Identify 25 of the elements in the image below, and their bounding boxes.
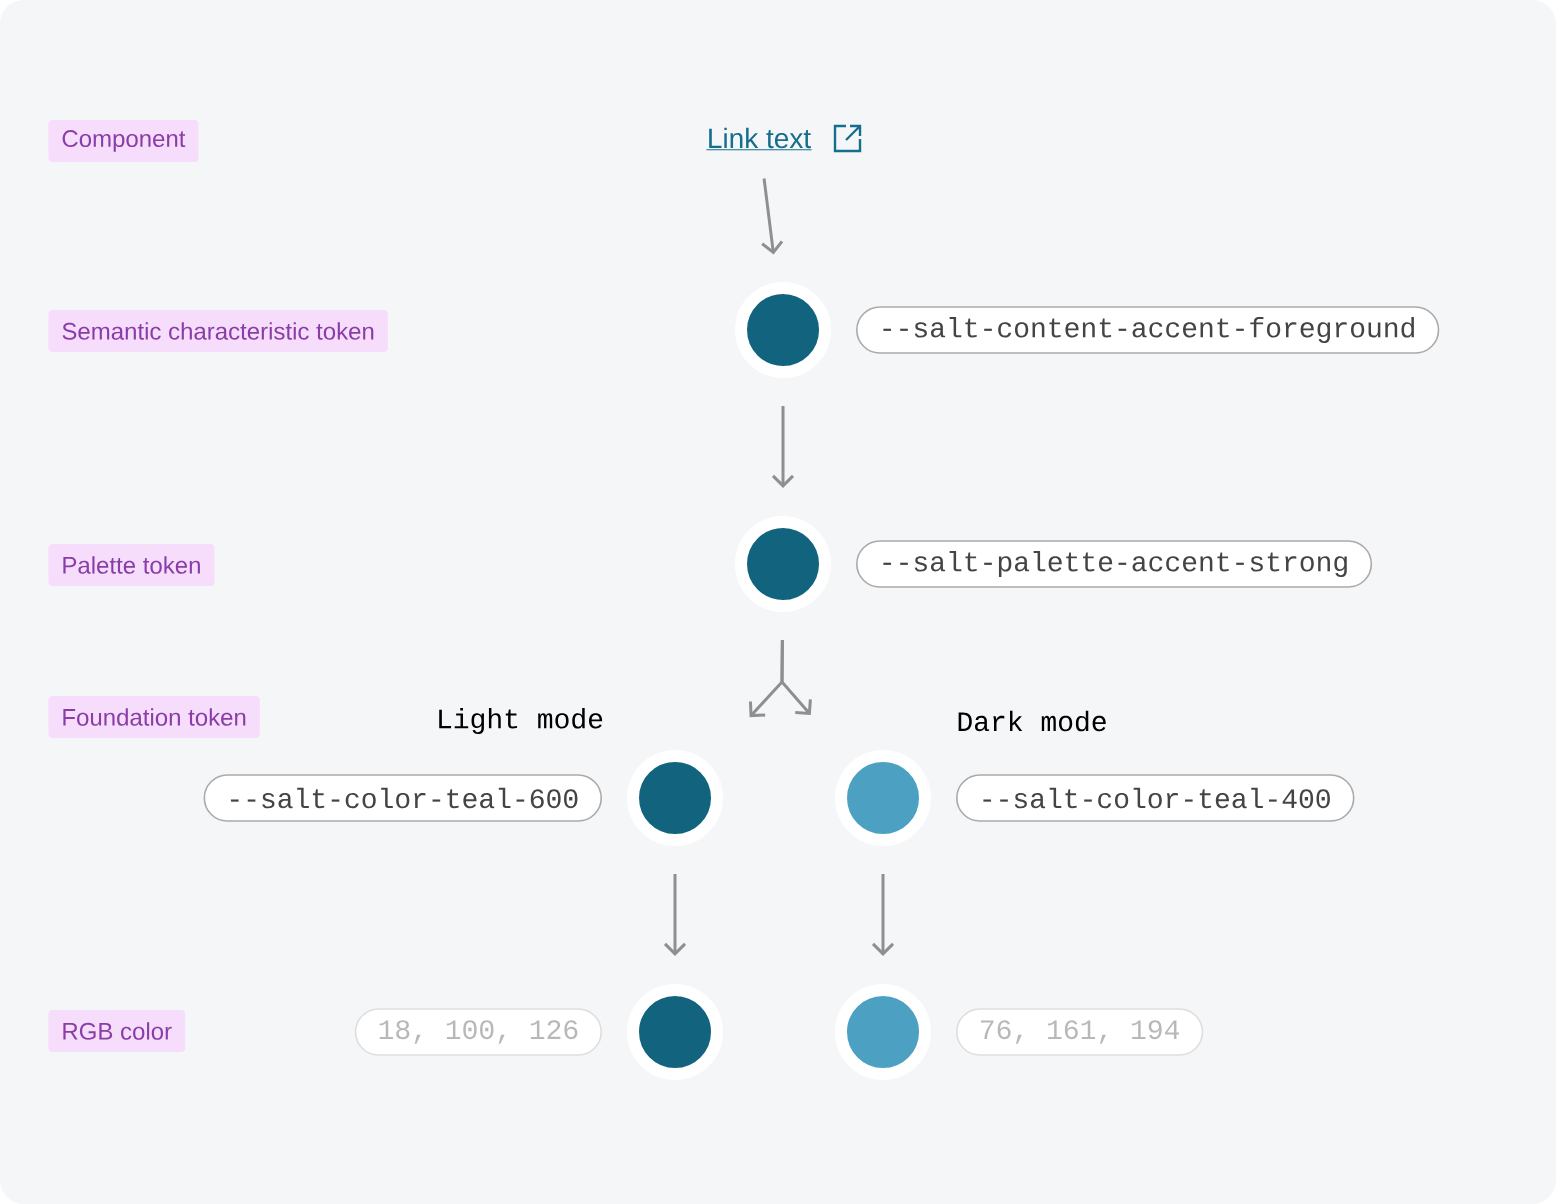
- color-swatch-circle: [627, 750, 723, 846]
- token-pill: --salt-content-accent-foreground: [856, 306, 1440, 354]
- color-swatch-circle: [735, 282, 831, 378]
- token-pill: 18, 100, 126: [354, 1008, 602, 1056]
- mode-label: Dark mode: [958, 710, 1106, 732]
- arrow: [871, 874, 895, 956]
- token-pill: --salt-color-teal-400: [956, 774, 1355, 822]
- color-swatch-circle: [835, 984, 931, 1080]
- category-tag: Foundation token: [48, 696, 260, 738]
- link: Link text: [706, 127, 813, 151]
- arrow: [780, 639, 812, 716]
- arrow: [771, 406, 795, 488]
- token-pill: 76, 161, 194: [956, 1008, 1204, 1056]
- mode-label: Light mode: [439, 707, 603, 735]
- color-swatch-circle: [627, 984, 723, 1080]
- category-tag: Component: [48, 120, 199, 162]
- category-tag: Palette token: [48, 544, 215, 586]
- token-pill: --salt-color-teal-600: [203, 774, 602, 822]
- color-swatch-circle: [835, 750, 931, 846]
- arrow: [761, 178, 784, 255]
- category-tag: Semantic characteristic token: [48, 310, 388, 352]
- color-swatch-circle: [735, 516, 831, 612]
- category-tag: RGB color: [48, 1010, 186, 1052]
- arrow: [663, 874, 687, 956]
- token-pill: --salt-palette-accent-strong: [856, 540, 1373, 588]
